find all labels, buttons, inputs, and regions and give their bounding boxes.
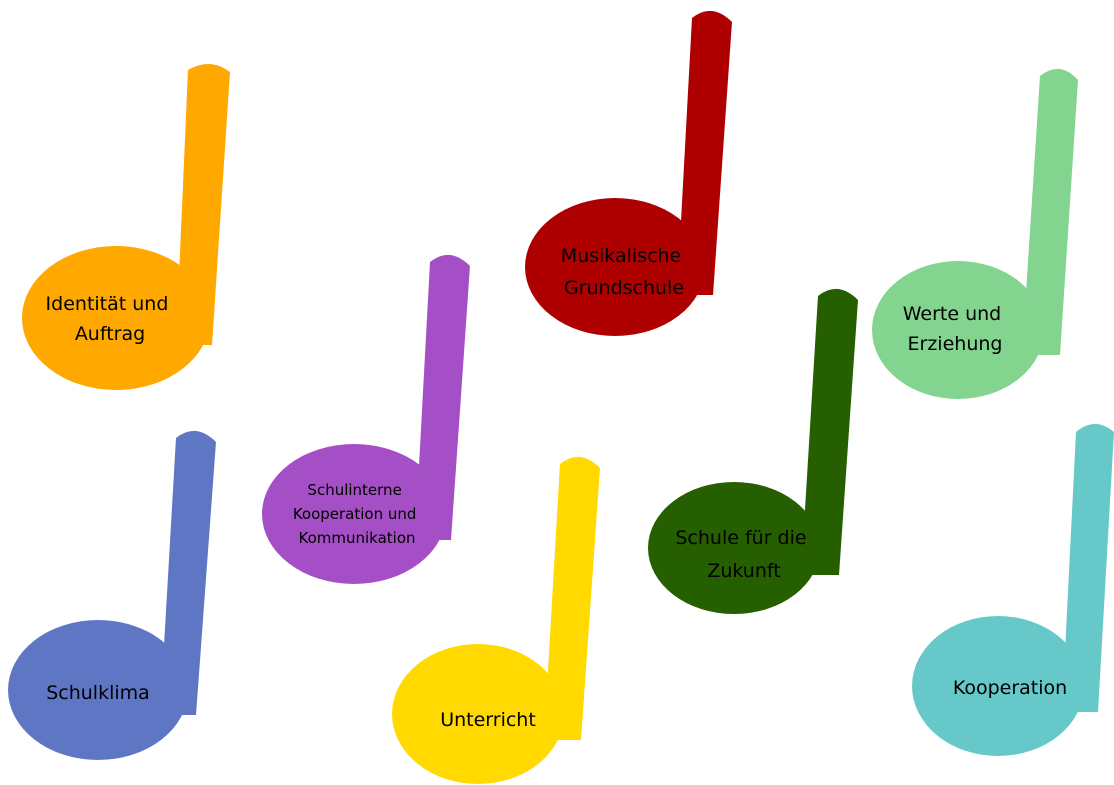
note-head <box>525 198 705 336</box>
note-label: Werte und Erziehung <box>903 303 1008 355</box>
note-head <box>648 482 820 614</box>
note-schulklima: Schulklima <box>8 430 216 760</box>
note-stem <box>801 288 858 575</box>
note-stem <box>415 254 470 540</box>
note-werte: Werte und Erziehung <box>872 68 1078 399</box>
note-head <box>392 644 564 784</box>
note-head <box>22 246 210 390</box>
note-stem <box>544 456 600 740</box>
note-head <box>262 444 446 584</box>
note-stem <box>160 430 216 715</box>
note-zukunft: Schule für die Zukunft <box>648 288 858 614</box>
note-label: Musikalische Grundschule <box>561 245 688 299</box>
note-label: Kooperation <box>953 677 1067 699</box>
note-head <box>872 261 1044 399</box>
note-kooperation: Kooperation <box>912 424 1114 756</box>
note-stem <box>1022 68 1078 355</box>
note-head <box>8 620 188 760</box>
note-unterricht: Unterricht <box>392 456 600 784</box>
note-label: Schulklima <box>46 682 150 704</box>
note-stem <box>176 63 230 345</box>
note-schulinterne: Schulinterne Kooperation und Kommunikati… <box>262 254 470 584</box>
note-label: Unterricht <box>440 709 536 731</box>
note-label: Identität und Auftrag <box>46 293 175 345</box>
note-stem <box>1062 424 1114 712</box>
note-stem <box>677 10 732 296</box>
note-label: Schule für die Zukunft <box>675 527 812 582</box>
note-identitaet: Identität und Auftrag <box>22 63 230 390</box>
note-musikalische: Musikalische Grundschule <box>525 10 732 336</box>
note-label: Schulinterne Kooperation und Kommunikati… <box>293 481 421 547</box>
note-head <box>912 616 1084 756</box>
